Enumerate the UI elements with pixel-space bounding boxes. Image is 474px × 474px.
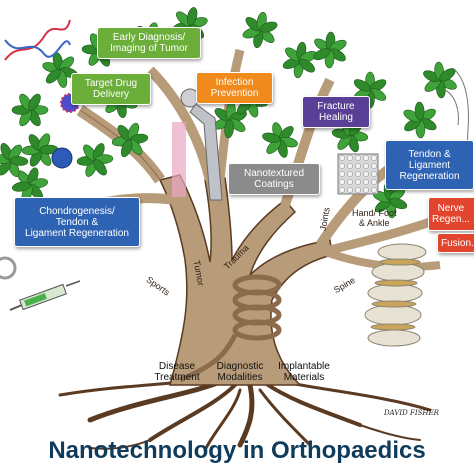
nanoparticle-icon	[51, 147, 73, 169]
box-fusion: Fusion...	[437, 233, 474, 253]
page-title: Nanotechnology in Orthopaedics	[48, 437, 426, 464]
label-diagnostic-modalities: Diagnostic Modalities	[216, 361, 264, 383]
dna-helix-icon	[4, 19, 71, 61]
box-target-drug-delivery: Target Drug Delivery	[71, 73, 151, 105]
nanotexture-dot	[355, 179, 361, 185]
leaf	[11, 181, 31, 192]
hip-implant-icon	[172, 88, 223, 201]
leaf	[28, 93, 41, 111]
box-infection-prevention: Infection Prevention	[196, 72, 273, 104]
coiled-rope	[179, 274, 282, 383]
nanotexture-dot	[347, 163, 353, 169]
ring-tool-icon	[0, 256, 17, 280]
leaf	[259, 21, 278, 33]
nanotexture-dot	[363, 163, 369, 169]
nanotexture-dot	[363, 171, 369, 177]
nanotexture-dot	[339, 179, 345, 185]
nanotexture-dot	[347, 179, 353, 185]
leaf	[389, 197, 408, 210]
nanotexture-dot	[371, 187, 377, 193]
leaf	[353, 79, 371, 92]
leaf	[262, 132, 281, 144]
leaf	[439, 68, 456, 82]
leaf	[299, 58, 315, 73]
leaf	[9, 156, 29, 166]
nanotexture-dot	[339, 163, 345, 169]
leaf	[313, 48, 331, 61]
nanotexture-dot	[371, 163, 377, 169]
box-fracture-healing: Fracture Healing	[302, 96, 370, 128]
box-early-diagnosis: Early Diagnosis/ Imaging of Tumor	[97, 27, 201, 59]
nanotexture-dot	[347, 155, 353, 161]
nanotexture-dot	[355, 163, 361, 169]
leaf	[45, 68, 61, 84]
artist-signature: DAVID FISHER	[384, 409, 439, 417]
nanotexture-dot	[371, 171, 377, 177]
box-tendon-ligament-regeneration: Tendon & Ligament Regeneration	[385, 140, 474, 190]
nanotexture-dot	[363, 179, 369, 185]
label-disease-treatment: Disease Treatment	[154, 361, 200, 383]
branch-label-hand-foot-ankle: Hand/ Foot & Ankle	[352, 208, 397, 228]
nanotexture-dot	[339, 187, 345, 193]
nanotexture-dot	[355, 155, 361, 161]
nanotexture-dot	[339, 171, 345, 177]
leaf	[93, 159, 107, 176]
nanotexture-dot	[347, 187, 353, 193]
nanotexture-dot	[363, 155, 369, 161]
spine-icon	[364, 243, 427, 347]
leaf	[120, 139, 133, 158]
nanotexture-dot	[355, 171, 361, 177]
leaf	[224, 119, 234, 139]
syringe-icon	[9, 280, 81, 311]
nanotexture-dot	[339, 155, 345, 161]
nanotexture-dot	[371, 155, 377, 161]
nanotexture-dot	[347, 171, 353, 177]
box-nerve-regeneration: Nerve Regen...	[428, 197, 474, 231]
nanotexture-dot	[355, 187, 361, 193]
nanotexture-dot	[371, 179, 377, 185]
leaf	[186, 7, 198, 26]
label-implantable-materials: Implantable Materials	[278, 361, 330, 383]
box-nanotextured-coatings: Nanotextured Coatings	[228, 163, 320, 195]
leaf	[414, 101, 425, 121]
nanotexture-dot	[363, 187, 369, 193]
box-chondrogenesis: Chondrogenesis/ Tendon & Ligament Regene…	[14, 197, 140, 247]
nanotextured-surface-icon	[337, 153, 379, 195]
